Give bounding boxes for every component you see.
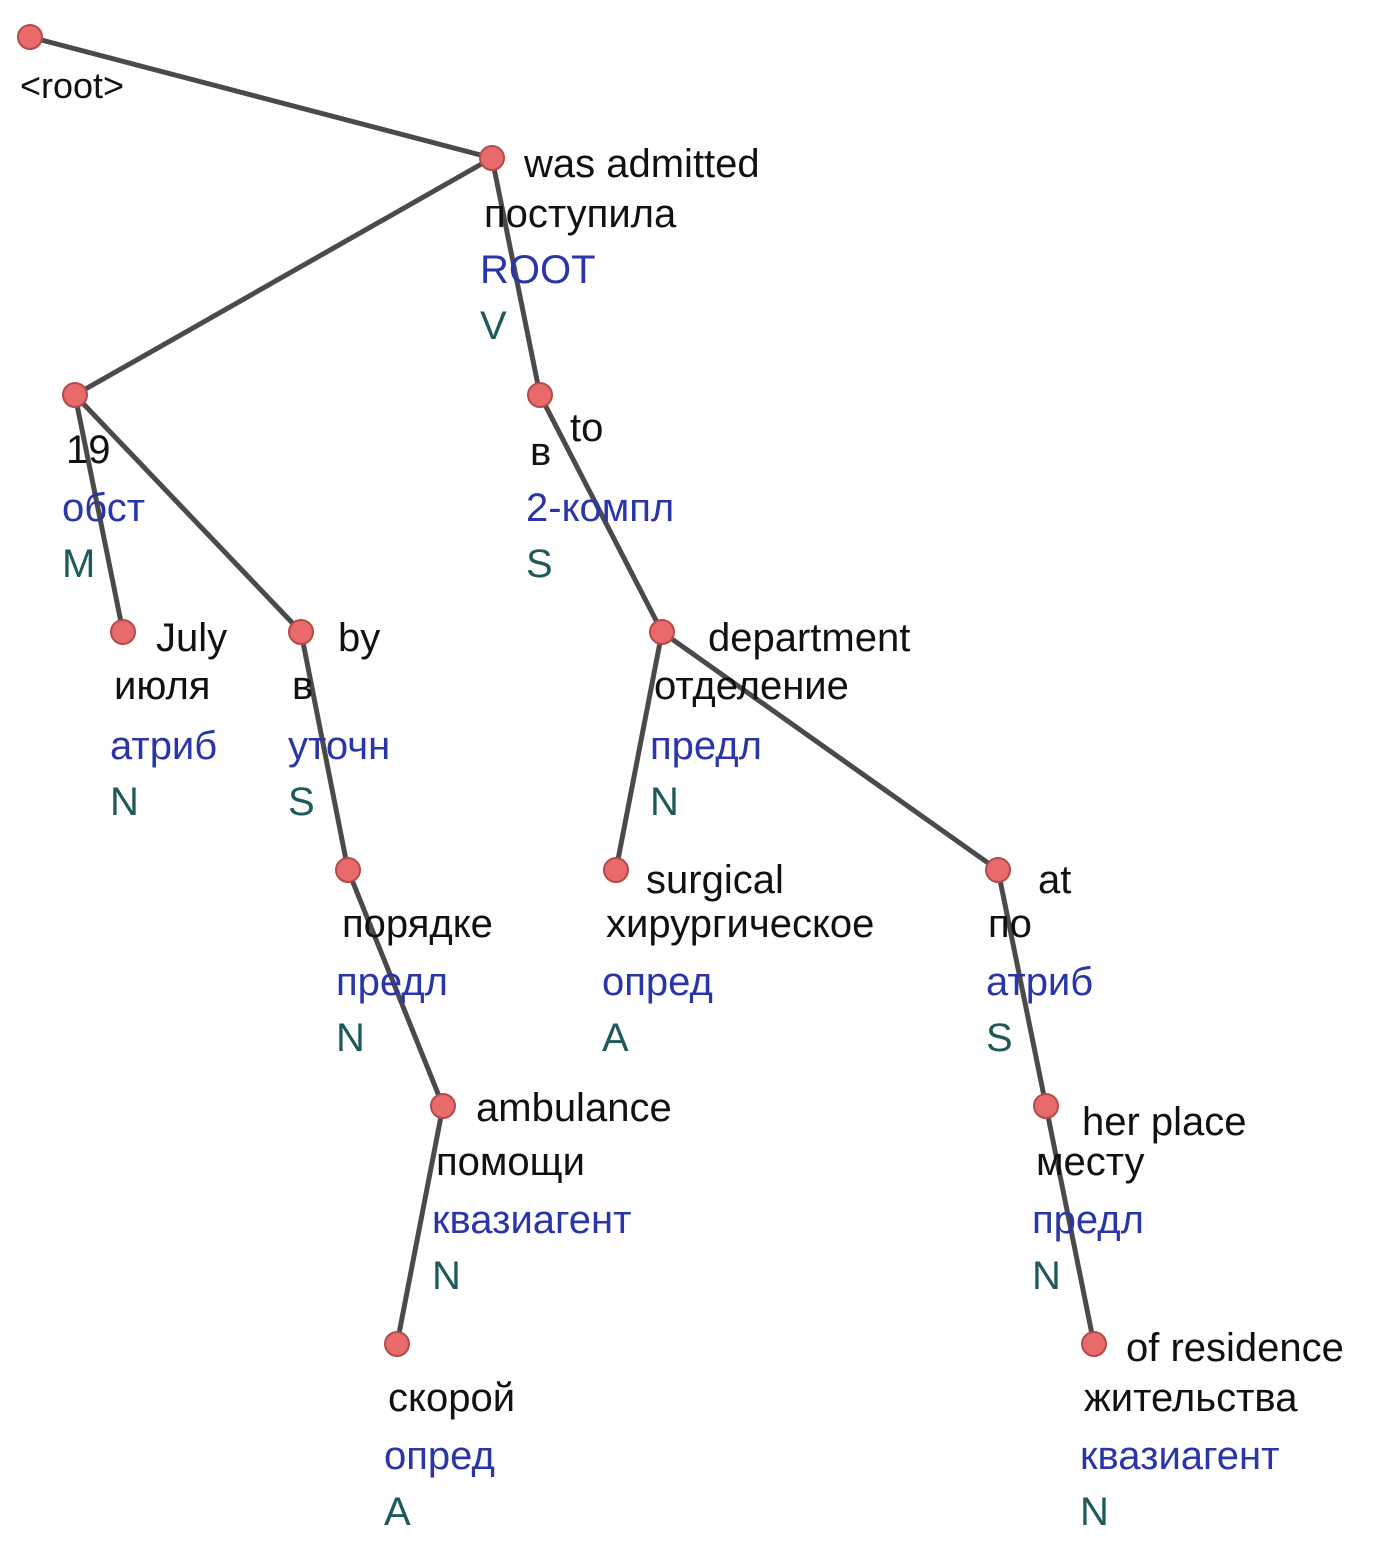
node-gloss-department: department [708,616,911,660]
node-pos-to: S [526,542,553,586]
node-gloss-surgical: surgical [646,858,784,902]
node-dot-poryadke[interactable] [335,857,361,883]
edge-n19-to-by [72,392,304,635]
node-gloss-ambulance: ambulance [476,1086,672,1130]
node-pos-july: N [110,780,139,824]
node-pos-by: S [288,780,315,824]
node-gloss-residence: of residence [1126,1326,1344,1370]
node-pos-her_place: N [1032,1254,1061,1298]
node-dot-her_place[interactable] [1033,1093,1059,1119]
node-word-residence: жительства [1084,1376,1298,1420]
node-gloss-her_place: her place [1082,1100,1247,1144]
node-gloss-at: at [1038,858,1072,902]
node-label-root: <root> [20,65,125,106]
node-dot-skoroy[interactable] [384,1331,410,1357]
node-gloss-july: July [156,616,228,660]
node-rel-to: 2-компл [526,486,675,530]
node-dot-ambulance[interactable] [430,1093,456,1119]
node-word-skoroy: скорой [388,1376,516,1420]
node-pos-poryadke: N [336,1016,365,1060]
node-dot-to[interactable] [527,382,553,408]
node-rel-n19: обст [62,486,146,530]
edge-ambulance-to-skoroy [394,1103,446,1347]
node-word-department: отделение [654,664,849,708]
node-gloss-was_admitted: was admitted [524,142,760,186]
node-rel-was_admitted: ROOT [480,248,596,292]
node-pos-was_admitted: V [480,304,507,348]
node-dot-residence[interactable] [1081,1331,1107,1357]
edge-root-to-was_admitted [27,34,495,161]
node-pos-at: S [986,1016,1013,1060]
edge-department-to-surgical [613,629,665,873]
node-dot-july[interactable] [110,619,136,645]
node-dot-n19[interactable] [62,382,88,408]
node-word-surgical: хирургическое [606,902,875,946]
node-word-poryadke: порядке [342,902,493,946]
node-pos-n19: M [62,542,96,586]
node-rel-department: предл [650,724,762,768]
edge-to-to-department [537,392,665,635]
node-rel-her_place: предл [1032,1198,1144,1242]
node-rel-july: атриб [110,724,218,768]
node-rel-surgical: опред [602,960,713,1004]
node-pos-skoroy: A [384,1490,411,1534]
node-word-n19: 19 [66,428,111,472]
node-dot-department[interactable] [649,619,675,645]
node-rel-skoroy: опред [384,1434,495,1478]
edge-poryadke-to-ambulance [345,867,446,1109]
node-word-july: июля [114,664,211,708]
edge-at-to-her_place [995,867,1049,1109]
node-dot-surgical[interactable] [603,857,629,883]
node-gloss-by: by [338,616,381,660]
edge-by-to-poryadke [298,629,351,873]
node-pos-ambulance: N [432,1254,461,1298]
node-dot-root[interactable] [17,24,43,50]
node-word-to: в [530,430,552,474]
node-rel-residence: квазиагент [1080,1434,1280,1478]
node-word-ambulance: помощи [436,1140,585,1184]
node-word-was_admitted: поступила [484,192,677,236]
node-pos-department: N [650,780,679,824]
node-word-at: по [988,902,1032,946]
node-rel-poryadke: предл [336,960,448,1004]
edge-was_admitted-to-to [489,155,543,398]
node-dot-at[interactable] [985,857,1011,883]
node-dot-was_admitted[interactable] [479,145,505,171]
node-pos-residence: N [1080,1490,1109,1534]
node-word-her_place: месту [1036,1140,1145,1184]
node-gloss-to: to [570,406,604,450]
edge-department-to-at [659,629,1001,873]
node-dot-by[interactable] [288,619,314,645]
edge-her_place-to-residence [1043,1103,1097,1347]
node-rel-at: атриб [986,960,1094,1004]
node-rel-ambulance: квазиагент [432,1198,632,1242]
node-word-by: в [292,664,314,708]
edge-was_admitted-to-n19 [72,155,495,398]
edge-n19-to-july [72,392,126,635]
node-rel-by: уточн [288,724,391,768]
node-pos-surgical: A [602,1016,629,1060]
